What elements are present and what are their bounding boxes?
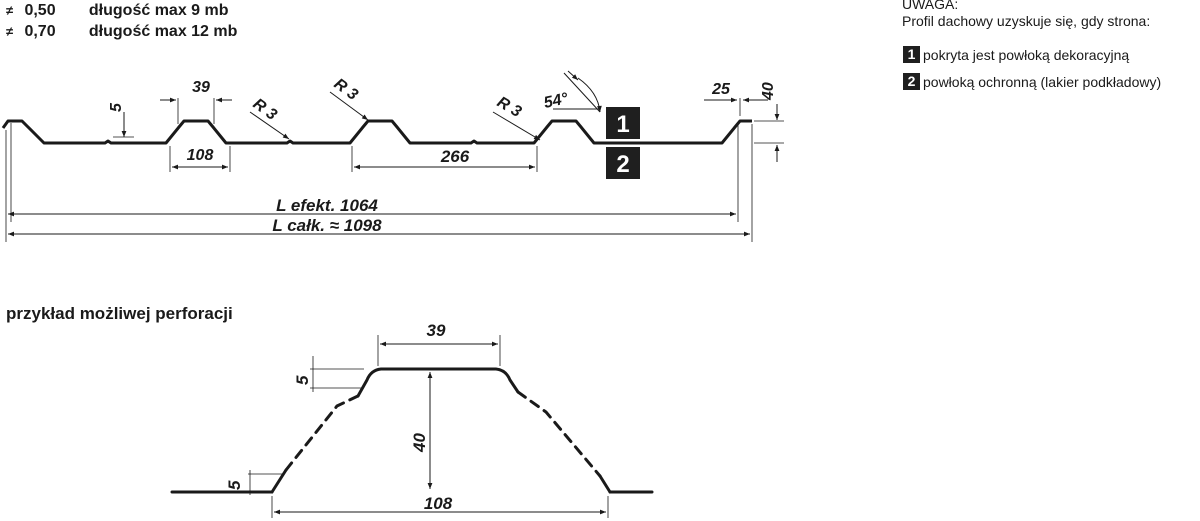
svg-text:1: 1: [616, 111, 629, 138]
dim-40-label: 40: [760, 82, 777, 101]
side-badge-1: 1: [606, 107, 640, 139]
perf-dim-5-lower-label: 5: [225, 480, 244, 490]
perf-dim-39-label: 39: [427, 321, 446, 340]
dim-r3-label-3: R 3: [494, 94, 524, 121]
dim-266-label: 266: [440, 147, 470, 166]
svg-text:2: 2: [616, 151, 629, 178]
dim-angle-label: 54°: [542, 90, 570, 112]
not-equal-symbol: ≠: [6, 3, 14, 18]
not-equal-symbol: ≠: [6, 24, 14, 39]
dim-39-label: 39: [192, 79, 210, 96]
l-total-label: L całk. ≈ 1098: [272, 216, 382, 235]
legend-item-2: 2 powłoką ochronną (lakier podkładowy): [903, 73, 1161, 90]
spec-text: długość max 12 mb: [88, 23, 238, 40]
spec-gauge: 0,50: [24, 2, 56, 19]
spec-gauge: 0,70: [24, 23, 56, 40]
perforation-extension-lines: [248, 335, 609, 518]
side-badge-2: 2: [606, 147, 640, 179]
legend-text: pokryta jest powłoką dekoracyjną: [923, 46, 1130, 63]
note-block: UWAGA: Profil dachowy uzyskuje się, gdy …: [902, 0, 1150, 30]
perf-dim-5-upper-label: 5: [293, 375, 312, 385]
note-text: Profil dachowy uzyskuje się, gdy strona:: [902, 13, 1151, 29]
perforation-title: przykład możliwej perforacji: [6, 304, 233, 323]
dim-r3-label-1: R 3: [250, 95, 280, 123]
perf-dim-108-label: 108: [424, 494, 453, 513]
spec-line-050: ≠ 0,50 długość max 9 mb: [6, 1, 229, 21]
trapezoid-profile-line: [1, 119, 752, 145]
extension-lines: [5, 98, 784, 242]
legend-badge: 2: [903, 73, 920, 90]
legend-item-1: 1 pokryta jest powłoką dekoracyjną: [903, 46, 1129, 63]
dim-25-label: 25: [711, 81, 731, 98]
dim-r3-label-2: R 3: [331, 75, 361, 103]
dimension-lines: [8, 70, 780, 237]
perforation-profile: [170, 367, 654, 494]
dim-5-label: 5: [108, 102, 125, 112]
spec-text: długość max 9 mb: [88, 2, 229, 19]
legend-text: powłoką ochronną (lakier podkładowy): [923, 73, 1162, 90]
spec-line-070: ≠ 0,70 długość max 12 mb: [6, 22, 237, 42]
l-effective-label: L efekt. 1064: [276, 196, 378, 215]
perf-dim-40-label: 40: [410, 433, 429, 453]
perforation-dimension-lines: [274, 341, 606, 515]
legend-badge: 1: [903, 46, 920, 63]
note-title: UWAGA:: [902, 0, 959, 12]
dim-108-label: 108: [187, 147, 214, 164]
